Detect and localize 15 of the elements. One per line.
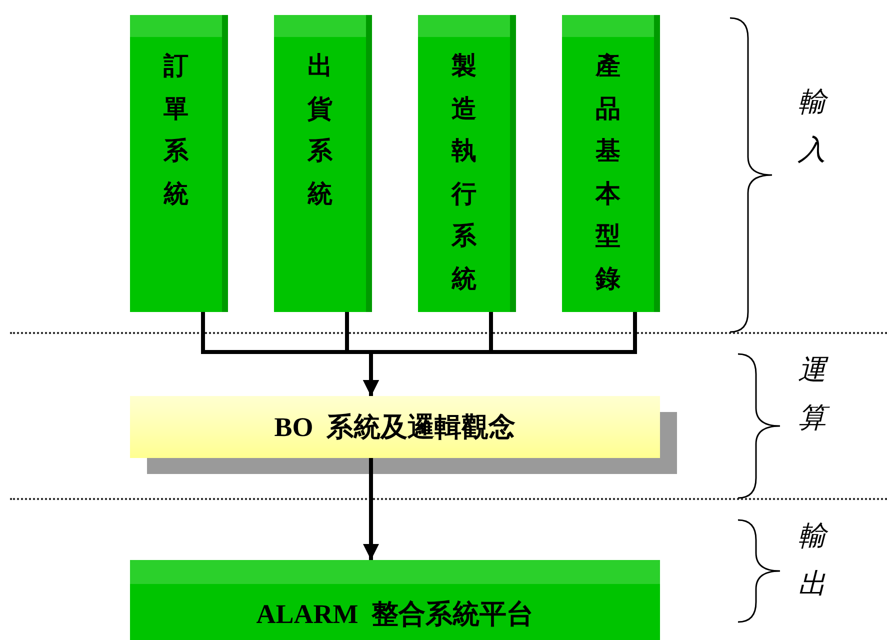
box-label: BO 系統及邏輯觀念	[274, 410, 516, 444]
column-label: 訂單系統	[164, 51, 188, 210]
stage-label: 輸出	[798, 512, 826, 608]
column-label: 產品基本型錄	[596, 51, 620, 294]
system-column	[418, 15, 516, 312]
stage-label: 輸入	[798, 78, 826, 174]
column-label: 出貨系統	[308, 51, 332, 210]
slab-label: ALARM 整合系統平台	[256, 598, 534, 630]
platform-slab	[130, 560, 660, 640]
system-column	[562, 15, 660, 312]
system-column	[274, 15, 372, 312]
connector-arrow	[363, 458, 379, 560]
system-column	[130, 15, 228, 312]
column-label: 製造執行系統	[452, 51, 476, 294]
process-box	[130, 396, 660, 458]
